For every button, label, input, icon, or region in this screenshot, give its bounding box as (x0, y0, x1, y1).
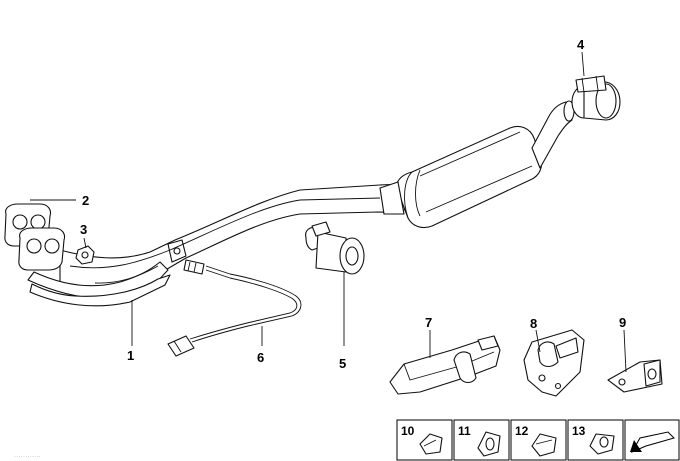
thumbnail-10-label: 10 (401, 424, 415, 438)
thumbnail-11-label: 11 (458, 424, 471, 438)
heat-shield-bracket[interactable] (389, 335, 501, 395)
thumbnail-13[interactable]: 13 (567, 419, 624, 461)
oxygen-sensor[interactable] (167, 259, 302, 357)
thumbnail-10[interactable]: 10 (396, 419, 453, 461)
thumbnail-arrow[interactable] (624, 419, 680, 461)
callout-9: 9 (619, 315, 626, 330)
rubber-hanger[interactable] (305, 221, 365, 275)
thumbnail-strip: 10 11 12 13 (396, 419, 680, 461)
callout-2: 2 (82, 193, 89, 208)
pipe-clamp[interactable] (571, 75, 621, 121)
callout-1: 1 (127, 348, 134, 363)
callout-6: 6 (257, 350, 264, 365)
arrow-icon (630, 431, 675, 454)
leader-lines (30, 51, 627, 373)
watermark: ............ (14, 450, 41, 459)
callout-8: 8 (530, 316, 537, 331)
small-bracket[interactable] (607, 359, 663, 393)
callout-5: 5 (339, 356, 346, 371)
thumbnail-13-label: 13 (572, 424, 586, 438)
front-pipe-assembly[interactable] (27, 171, 431, 307)
thumbnail-12[interactable]: 12 (510, 419, 567, 461)
callout-3: 3 (80, 222, 87, 237)
catalytic-converter[interactable] (379, 100, 575, 229)
nut-part[interactable] (75, 245, 95, 265)
thumbnail-11[interactable]: 11 (453, 419, 510, 461)
mounting-bracket[interactable] (523, 329, 585, 397)
callout-4: 4 (577, 37, 585, 52)
callout-7: 7 (425, 315, 432, 330)
manifold-gaskets[interactable] (4, 203, 66, 271)
thumbnail-12-label: 12 (515, 424, 529, 438)
